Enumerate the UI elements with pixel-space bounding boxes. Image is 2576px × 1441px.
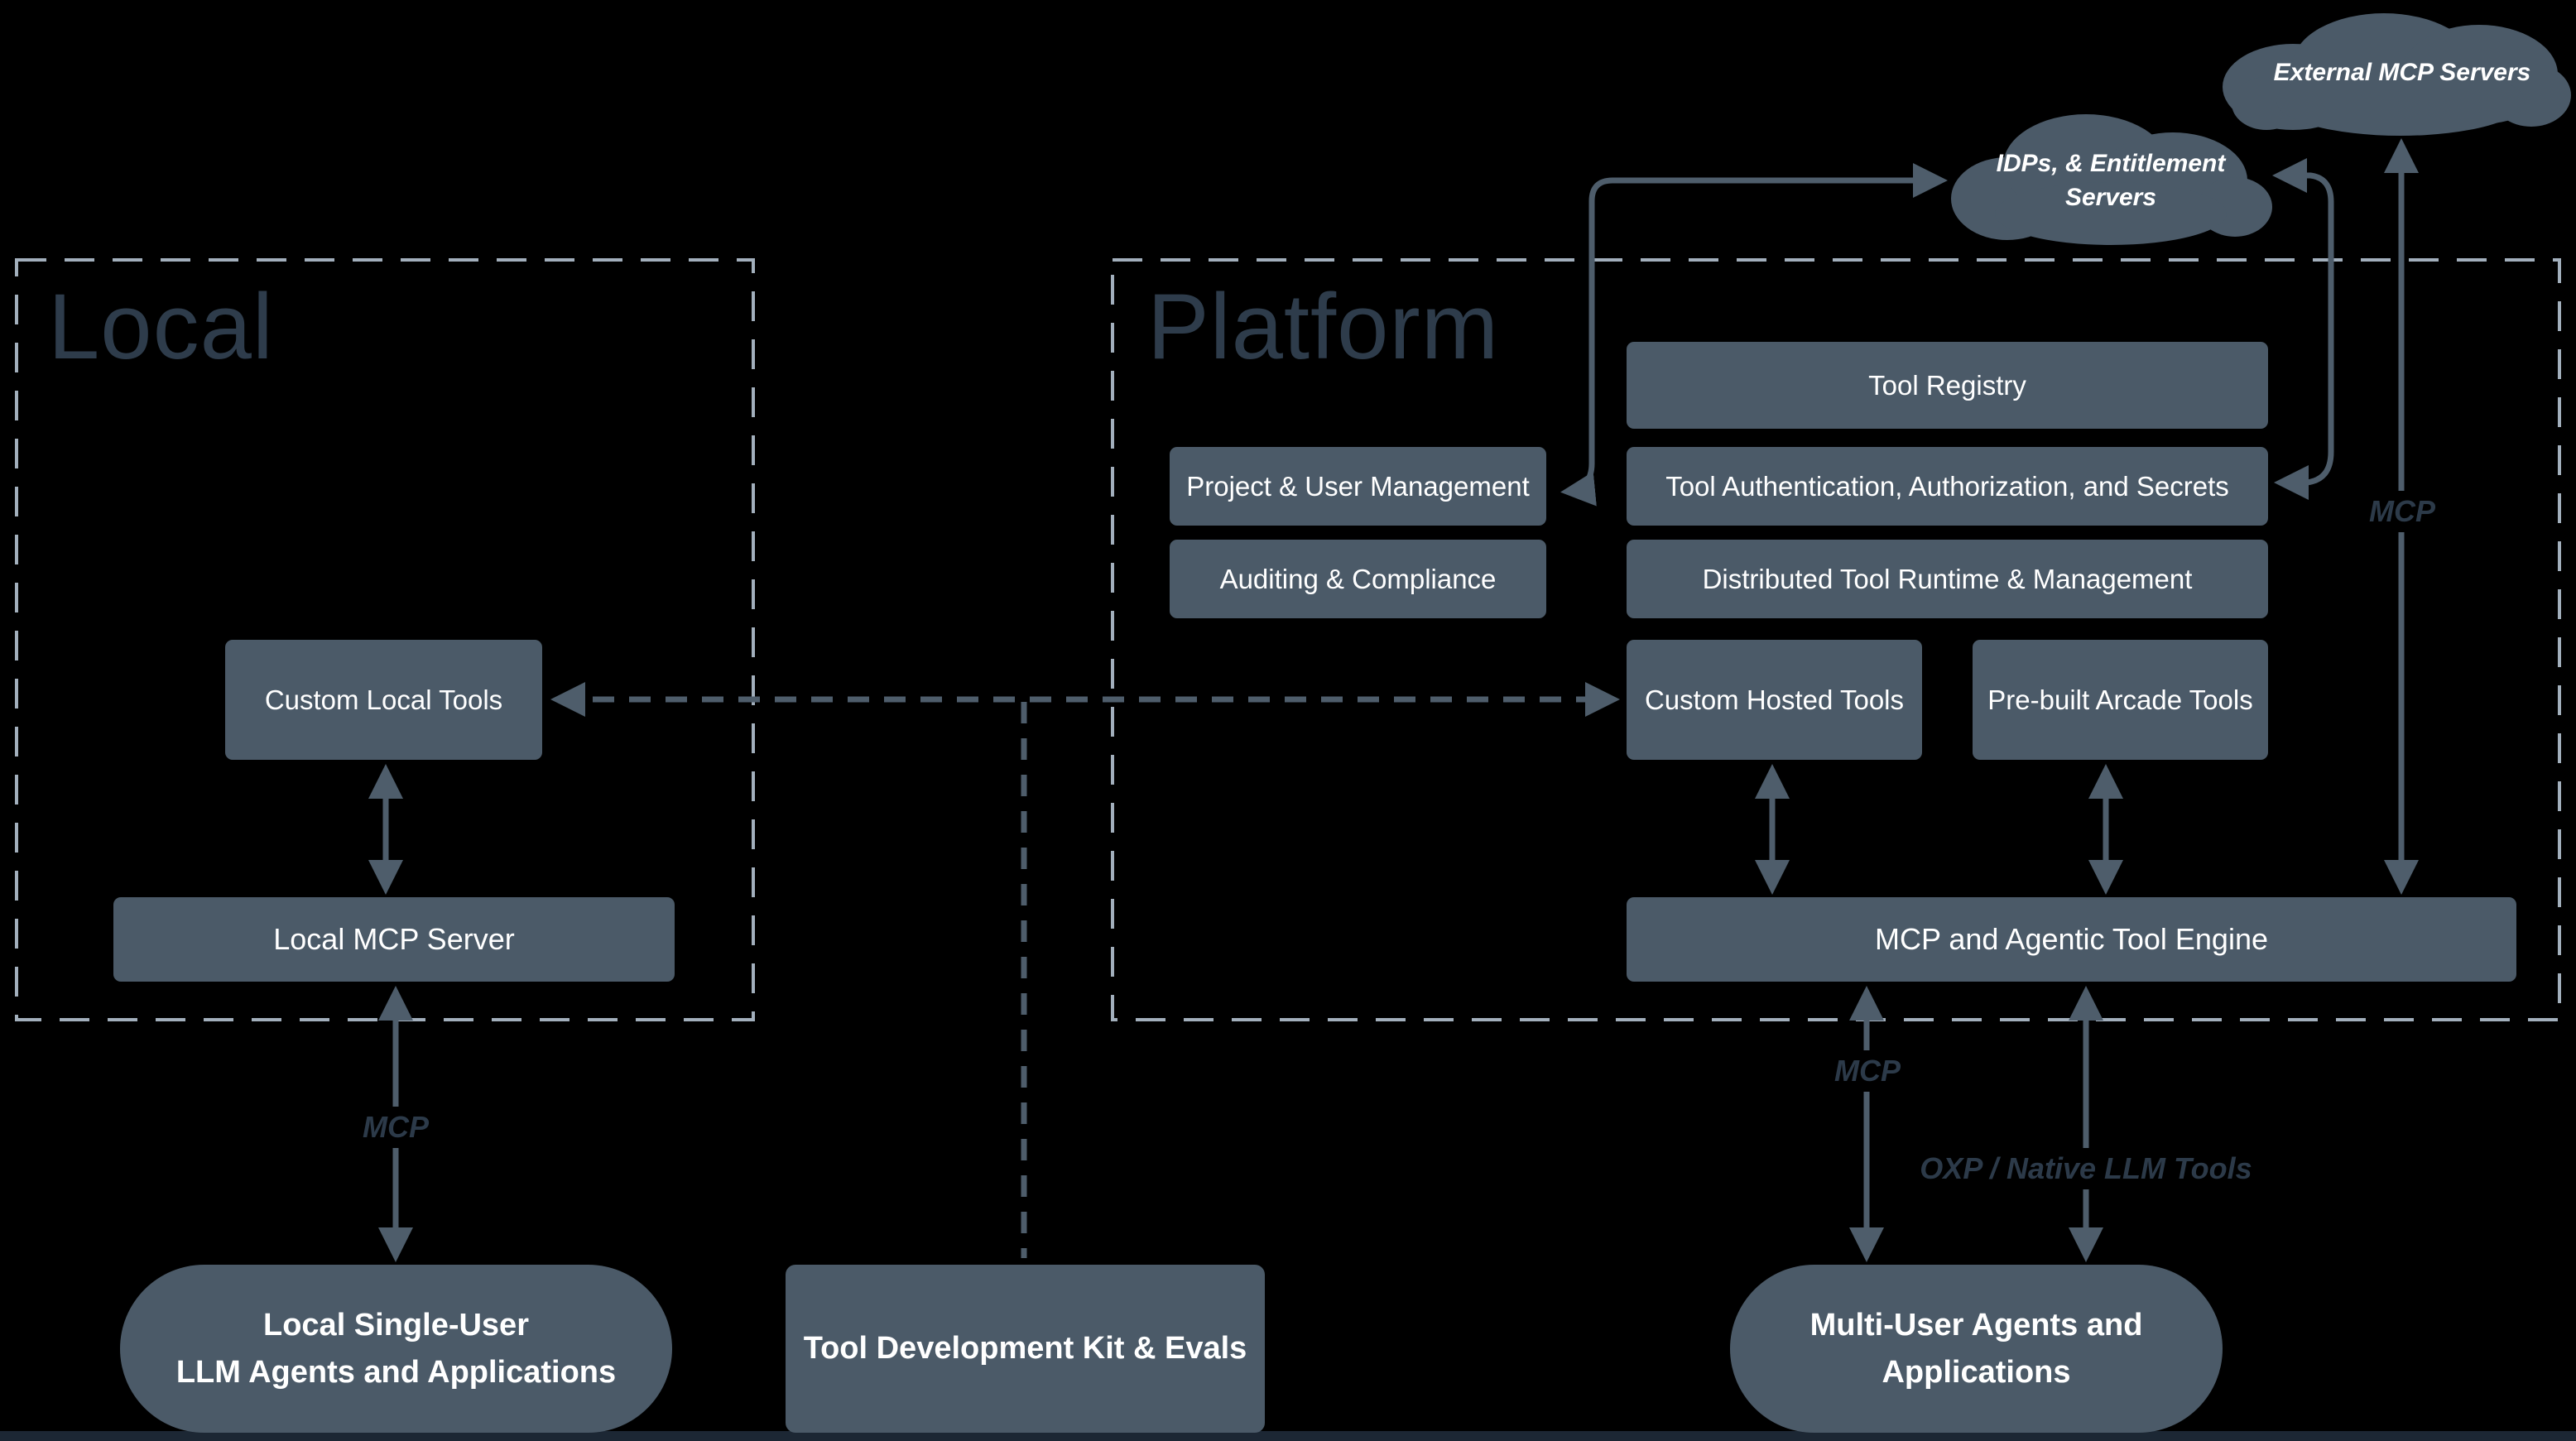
mcp-edge-label-platform: MCP: [1821, 1050, 1914, 1092]
idps-cloud-label-line1: IDPs, & Entitlement: [1996, 150, 2226, 177]
mcp-edge-label-local: MCP: [349, 1107, 442, 1148]
multi-user-agents-oval: Multi-User Agents and Applications: [1730, 1265, 2223, 1433]
local-mcp-server-label: Local MCP Server: [273, 922, 515, 956]
idps-cloud-label-line2: Servers: [2064, 183, 2157, 211]
tool-auth-label: Tool Authentication, Authorization, and …: [1665, 470, 2229, 502]
connector-projectmgmt-idps: [1560, 163, 1948, 507]
prebuilt-arcade-tools-label: Pre-built Arcade Tools: [1987, 684, 2253, 715]
mcp-agentic-engine-box: MCP and Agentic Tool Engine: [1627, 897, 2516, 982]
distributed-runtime-label: Distributed Tool Runtime & Management: [1702, 563, 2193, 594]
local-agents-oval: Local Single-User LLM Agents and Applica…: [120, 1265, 672, 1433]
custom-local-tools-label: Custom Local Tools: [264, 684, 503, 715]
custom-local-tools-box: Custom Local Tools: [225, 640, 542, 760]
idps-cloud-label: IDPs, & Entitlement Servers: [1945, 147, 2276, 214]
platform-region-title: Platform: [1147, 275, 1499, 378]
local-region-border: [15, 258, 755, 1021]
custom-hosted-tools-box: Custom Hosted Tools: [1627, 640, 1922, 760]
multi-user-agents-text: Multi-User Agents and Applications: [1810, 1302, 2143, 1396]
tool-development-kit-label: Tool Development Kit & Evals: [803, 1331, 1247, 1366]
local-agents-text: Local Single-User LLM Agents and Applica…: [176, 1302, 616, 1396]
connector-toolauth-idps: [2272, 158, 2334, 500]
tool-registry-box: Tool Registry: [1627, 342, 2268, 429]
auditing-compliance-label: Auditing & Compliance: [1219, 563, 1497, 594]
tool-auth-box: Tool Authentication, Authorization, and …: [1627, 447, 2268, 526]
external-mcp-cloud: [2223, 13, 2571, 136]
local-mcp-server-box: Local MCP Server: [113, 897, 675, 982]
project-user-management-box: Project & User Management: [1170, 447, 1546, 526]
multi-user-agents-line2: Applications: [1882, 1354, 2071, 1390]
local-agents-line1: Local Single-User: [263, 1307, 529, 1343]
external-mcp-cloud-label: External MCP Servers: [2273, 59, 2531, 86]
auditing-compliance-box: Auditing & Compliance: [1170, 540, 1546, 618]
bottom-strip: [0, 1431, 2576, 1441]
idps-cloud: [1951, 114, 2272, 245]
project-user-management-label: Project & User Management: [1186, 470, 1530, 502]
prebuilt-arcade-tools-box: Pre-built Arcade Tools: [1973, 640, 2268, 760]
local-region-title: Local: [48, 275, 274, 378]
local-agents-line2: LLM Agents and Applications: [175, 1354, 617, 1390]
tool-development-kit-box: Tool Development Kit & Evals: [786, 1265, 1265, 1433]
mcp-edge-label-external: MCP: [2356, 491, 2449, 532]
custom-hosted-tools-label: Custom Hosted Tools: [1644, 684, 1905, 715]
tool-registry-label: Tool Registry: [1868, 369, 2026, 401]
multi-user-agents-line1: Multi-User Agents and: [1809, 1307, 2143, 1343]
mcp-agentic-engine-label: MCP and Agentic Tool Engine: [1875, 922, 2268, 956]
oxp-edge-label: OXP / Native LLM Tools: [1906, 1148, 2266, 1189]
distributed-runtime-box: Distributed Tool Runtime & Management: [1627, 540, 2268, 618]
